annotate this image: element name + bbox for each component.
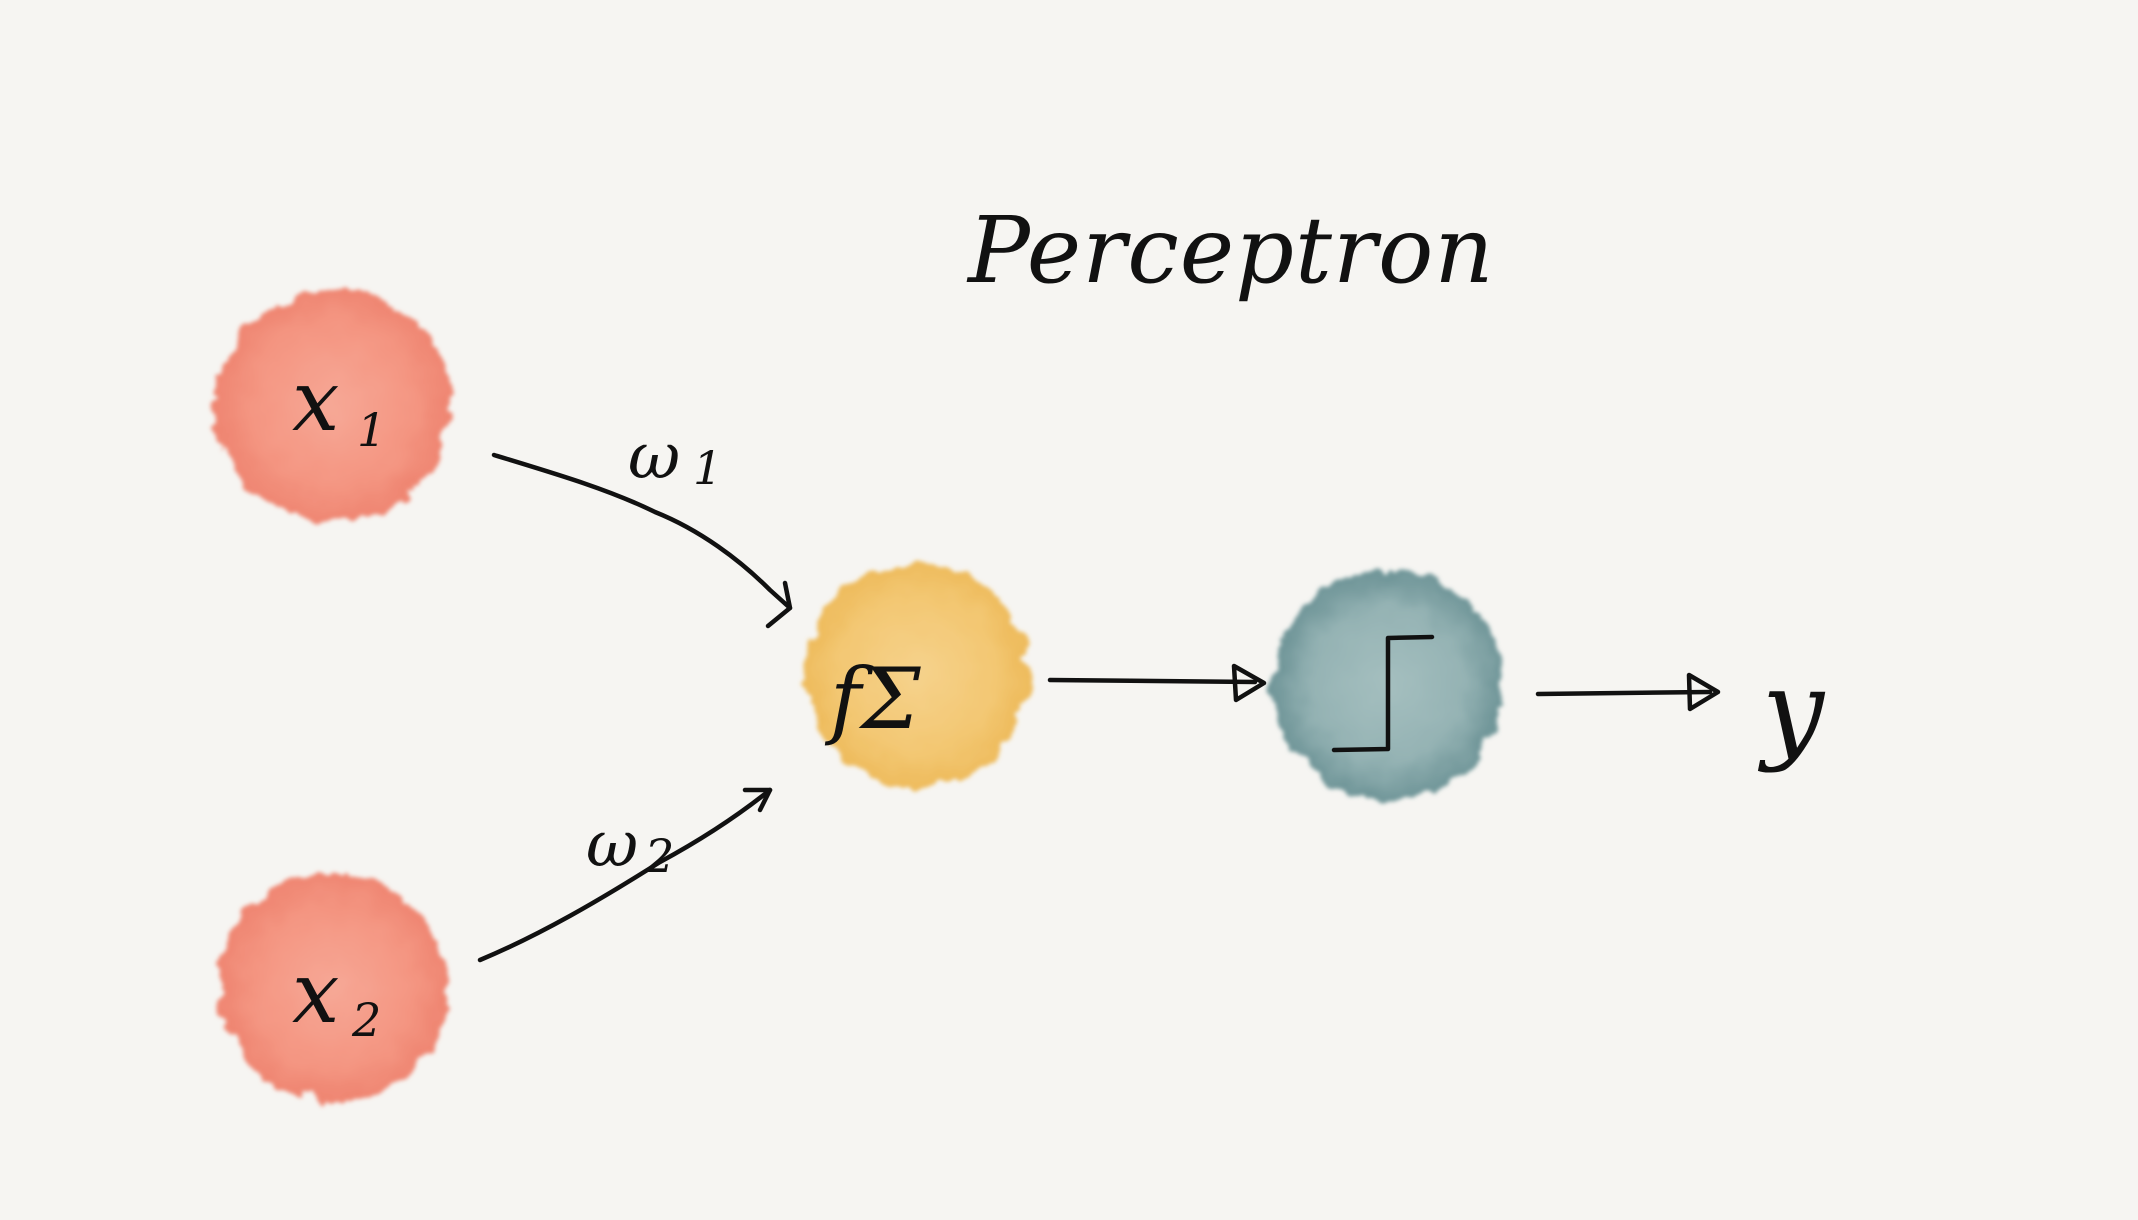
edge-w1-line bbox=[491, 452, 793, 611]
activation-node bbox=[1273, 570, 1503, 800]
edge-w1: ω 1 bbox=[491, 420, 793, 629]
input-node-x2-label: x bbox=[292, 944, 339, 1042]
edge-w1-subscript: 1 bbox=[693, 441, 722, 495]
edge-w1-label: ω bbox=[628, 420, 680, 494]
sum-node: fΣ bbox=[805, 563, 1029, 787]
input-node-x2-blob bbox=[219, 874, 447, 1102]
edge-sum-to-activation-line bbox=[1047, 677, 1258, 685]
edge-w2-arrowhead bbox=[742, 787, 773, 813]
sum-node-label: fΣ bbox=[824, 650, 921, 748]
output-label-y: y bbox=[1757, 646, 1826, 774]
edge-sum-to-activation bbox=[1047, 663, 1267, 703]
edge-w2-subscript: 2 bbox=[644, 829, 674, 883]
input-node-x2-subscript: 2 bbox=[351, 993, 381, 1047]
edge-activation-to-output-line bbox=[1535, 689, 1713, 697]
input-node-x1-blob bbox=[216, 288, 450, 522]
sum-node-blob bbox=[805, 563, 1029, 787]
edge-w1-arrowhead bbox=[765, 580, 793, 629]
edge-w2: ω 2 bbox=[477, 787, 773, 963]
step-function-icon bbox=[1331, 634, 1435, 753]
diagram-title: Perceptron bbox=[966, 197, 1495, 304]
edge-w2-line bbox=[477, 787, 773, 963]
input-node-x1: x 1 bbox=[216, 288, 450, 522]
input-node-x1-label: x bbox=[292, 352, 339, 450]
edge-sum-to-activation-arrowhead bbox=[1231, 663, 1267, 703]
edge-w2-label: ω bbox=[586, 808, 638, 882]
edge-activation-to-output-arrowhead bbox=[1686, 672, 1721, 712]
edge-activation-to-output bbox=[1535, 672, 1721, 712]
input-node-x1-subscript: 1 bbox=[357, 403, 386, 457]
input-node-x2: x 2 bbox=[219, 874, 447, 1102]
